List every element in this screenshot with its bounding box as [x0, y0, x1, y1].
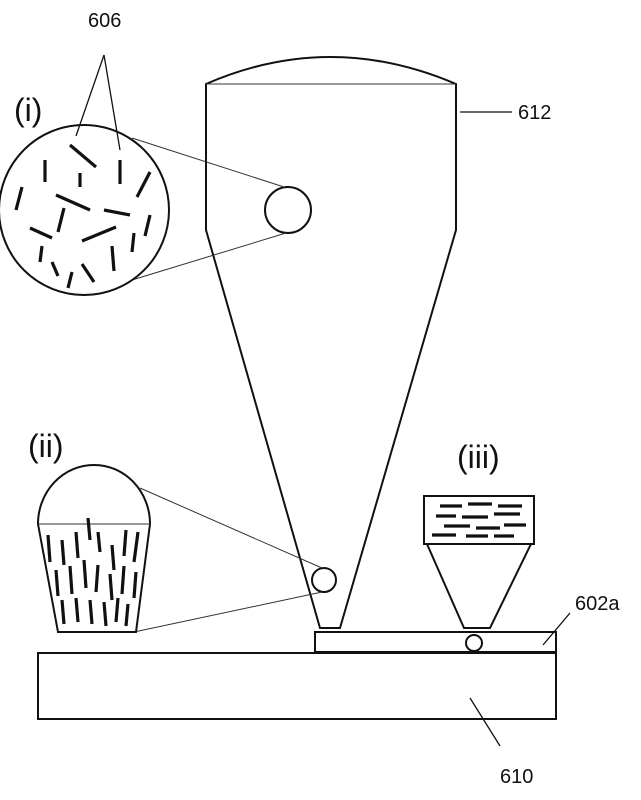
fiber: [68, 565, 74, 595]
inset-iii-funnel: [425, 543, 533, 629]
fiber: [108, 573, 114, 601]
label-606: 606: [88, 10, 121, 32]
fiber: [60, 599, 66, 625]
fiber: [46, 534, 52, 563]
fiber: [55, 193, 91, 212]
fiber: [60, 539, 66, 566]
fiber: [66, 271, 74, 289]
magnifier-spot-i: [264, 186, 312, 234]
magnifier-spot-iii: [465, 634, 483, 652]
fiber: [96, 531, 102, 553]
fiber: [38, 245, 44, 263]
fiber: [88, 599, 94, 625]
fiber: [103, 208, 131, 217]
fiber: [110, 544, 116, 571]
fiber: [143, 214, 152, 237]
fiber: [114, 597, 120, 623]
fiber: [54, 569, 60, 597]
inset-ii-container: [36, 464, 152, 633]
fiber: [132, 531, 140, 563]
magnifier-spot-ii: [311, 567, 337, 593]
projection-line-ii-top: [139, 487, 323, 569]
base-platform: [37, 652, 557, 720]
fiber: [120, 565, 126, 595]
caption-inset-iii: (iii): [457, 439, 500, 475]
inset-iii-fibers: [432, 502, 526, 538]
fiber: [110, 245, 116, 272]
caption-inset-ii: (ii): [28, 428, 64, 464]
leader-606-b: [103, 54, 121, 151]
fiber: [94, 564, 100, 593]
caption-inset-i: (i): [14, 92, 42, 128]
substrate-layer: [314, 631, 557, 653]
label-610: 610: [500, 766, 533, 788]
fiber: [102, 601, 108, 627]
leader-602a: [542, 612, 571, 646]
inset-ii-fibers: [46, 517, 140, 627]
fiber: [124, 603, 130, 627]
fiber: [29, 226, 53, 240]
fiber: [56, 207, 66, 233]
fiber: [132, 571, 138, 599]
fiber: [86, 517, 92, 541]
label-612: 612: [518, 102, 551, 124]
projection-line-i-bottom: [131, 232, 287, 281]
projection-line-i-top: [131, 137, 285, 188]
fiber: [14, 186, 24, 211]
fiber: [50, 261, 60, 277]
fiber: [74, 597, 80, 623]
projection-line-ii-bottom: [133, 591, 323, 633]
label-602a: 602a: [575, 593, 620, 615]
fiber: [74, 531, 80, 559]
fiber: [81, 225, 117, 243]
fiber: [130, 232, 136, 253]
inset-i-fibers: [14, 143, 152, 289]
fiber: [135, 171, 152, 198]
vessel: [205, 56, 457, 629]
fiber: [80, 263, 96, 283]
leader-606-a: [75, 54, 105, 137]
fiber: [68, 143, 98, 169]
leader-610: [469, 697, 501, 747]
fiber: [122, 529, 128, 557]
fiber: [82, 559, 88, 589]
